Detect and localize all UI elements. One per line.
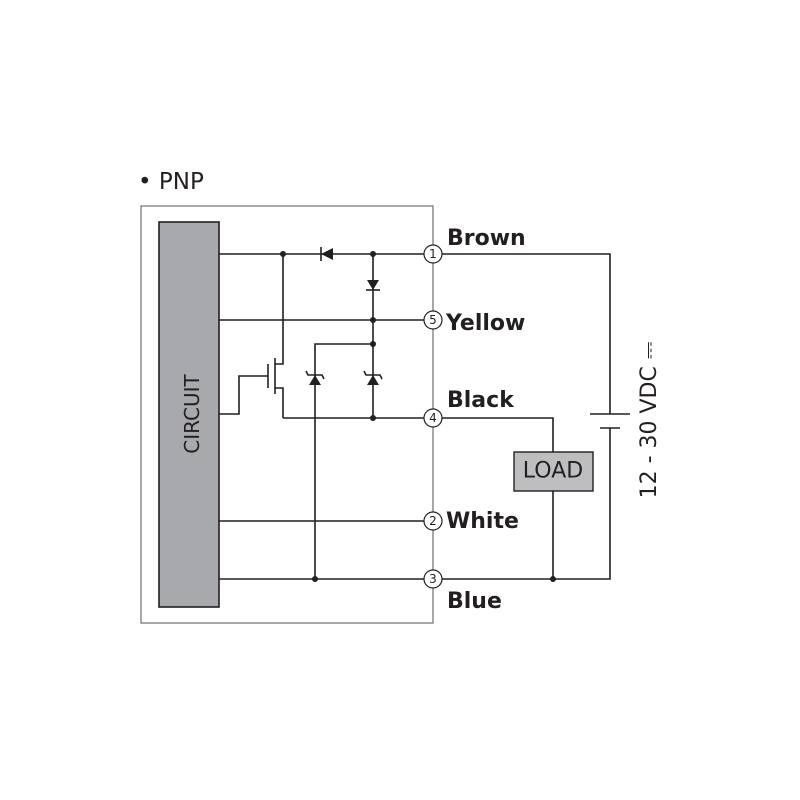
reverse-polarity-diode (320, 247, 333, 261)
junction-dot (550, 576, 556, 582)
brown-external-wire (442, 253, 611, 414)
bridge-wire (314, 343, 373, 579)
svg-text:5: 5 (429, 313, 437, 327)
svg-text:2: 2 (429, 514, 437, 528)
wire-label-brown: Brown (447, 226, 526, 251)
svg-text:3: 3 (429, 572, 437, 586)
wire-label-white: White (446, 509, 519, 534)
gate-drive-wire (219, 375, 268, 415)
junction-dot (370, 317, 376, 323)
junction-dot (370, 341, 376, 347)
pin-5-terminal: 5 (423, 310, 443, 330)
zener-diode-left (305, 370, 325, 385)
junction-dot (280, 251, 286, 257)
svg-text:4: 4 (429, 411, 437, 425)
wire-label-blue: Blue (447, 589, 502, 614)
pin-1-terminal: 1 (423, 244, 443, 264)
wire-label-black: Black (447, 388, 515, 413)
pin-4-terminal: 4 (423, 408, 443, 428)
pin-3-terminal: 3 (423, 569, 443, 589)
output-transistor (267, 254, 284, 418)
junction-dot (370, 415, 376, 421)
circuit-label: CIRCUIT (180, 373, 204, 453)
svg-text:1: 1 (429, 247, 437, 261)
load-label: LOAD (523, 459, 583, 484)
zener-diode-right (363, 370, 383, 385)
circuit-block (158, 221, 220, 608)
upper-protection-diode (366, 280, 380, 291)
supply-voltage-label: 12 - 30 VDC ⎓ (637, 342, 662, 499)
pin-2-terminal: 2 (423, 511, 443, 531)
wire-label-yellow: Yellow (445, 311, 525, 336)
battery-icon (590, 413, 630, 429)
load-block (513, 451, 594, 492)
black-external-wire (442, 417, 554, 452)
diagram-title: • PNP (138, 169, 204, 195)
blue-external-wire (442, 428, 611, 580)
junction-dot (312, 576, 318, 582)
junction-dot (370, 251, 376, 257)
